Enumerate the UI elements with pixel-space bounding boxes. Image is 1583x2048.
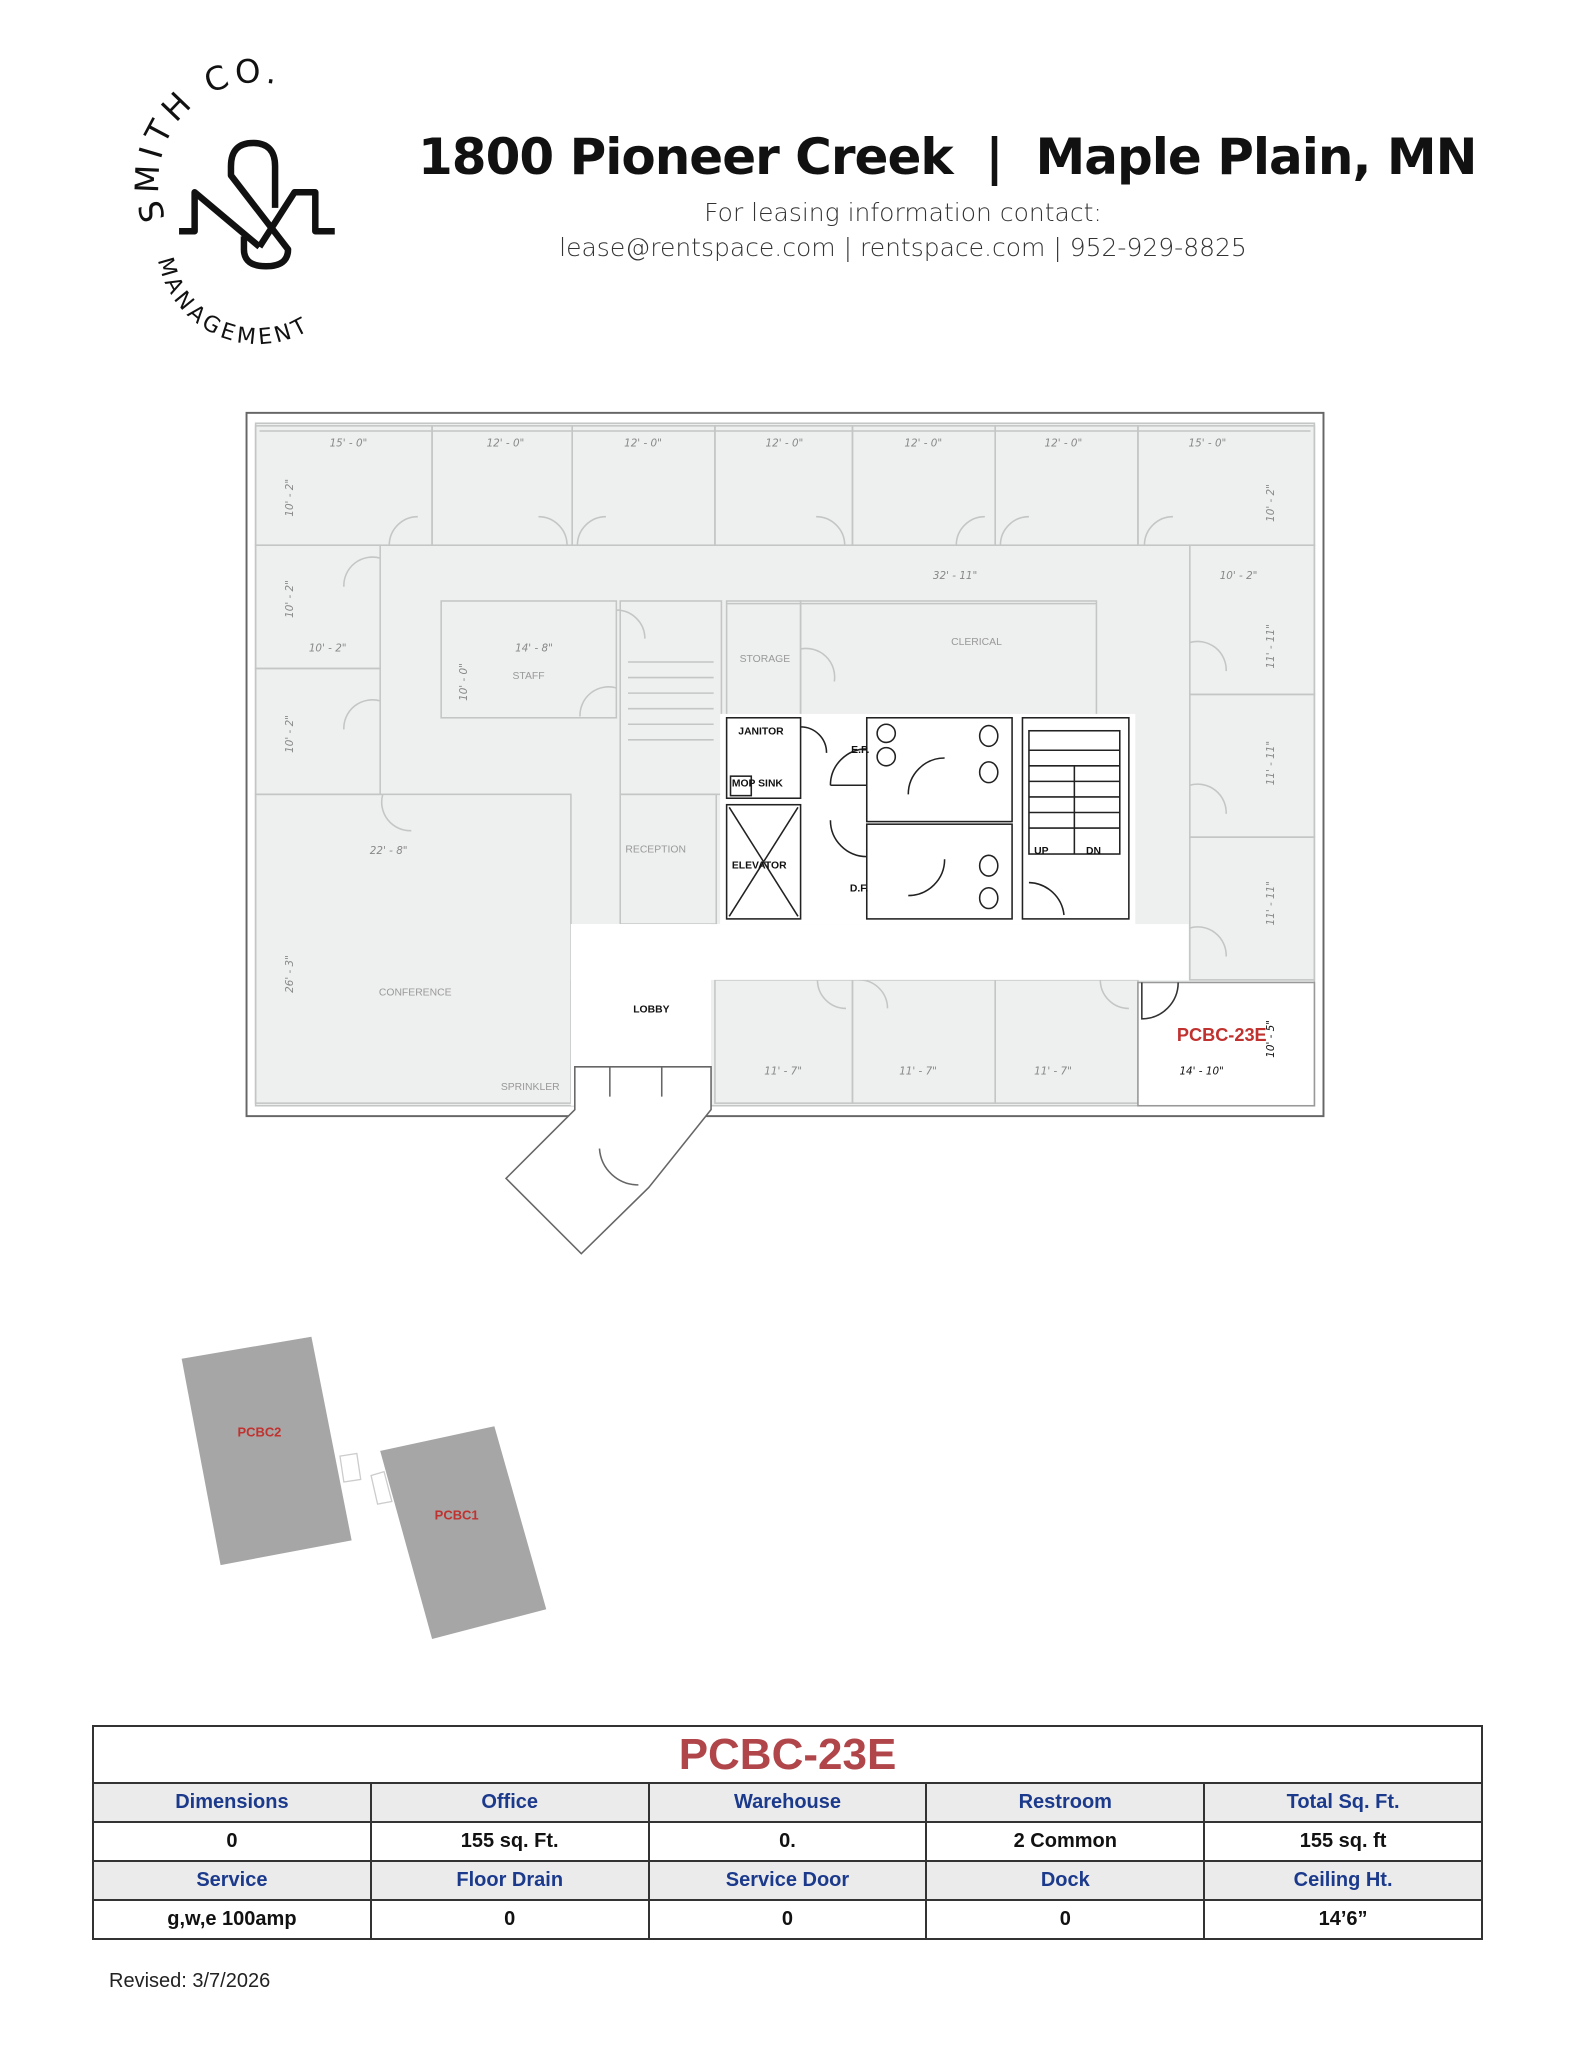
label-stair-dn: DN — [1086, 846, 1101, 857]
floor-plan — [245, 411, 1325, 1255]
dim-top: 12' - 0" — [904, 438, 942, 450]
value-ceiling-height: 14’6” — [1203, 1899, 1483, 1940]
dim-bottom: 11' - 7" — [764, 1066, 802, 1078]
dim-left: 10' - 2" — [284, 715, 296, 753]
dim-staff-height: 10' - 0" — [458, 663, 470, 701]
label-df: D.F. — [850, 884, 869, 895]
table-row: g,w,e 100amp 0 0 0 14’6” — [92, 1899, 1483, 1940]
dim-left-room: 10' - 2" — [309, 643, 347, 655]
spec-table: PCBC-23E Dimensions Office Warehouse Res… — [92, 1725, 1483, 1940]
dim-top: 12' - 0" — [1045, 438, 1083, 450]
dim-top: 15' - 0" — [1189, 438, 1227, 450]
room-label-sprinkler: SPRINKLER — [501, 1082, 560, 1093]
dim-left: 26' - 3" — [284, 955, 296, 993]
header-dimensions: Dimensions — [92, 1782, 372, 1823]
room-label-storage: STORAGE — [740, 654, 791, 665]
dim-conference: 22' - 8" — [370, 845, 408, 857]
value-office: 155 sq. Ft. — [369, 1821, 650, 1862]
header-office: Office — [369, 1782, 650, 1823]
highlighted-unit-label[interactable]: PCBC-23E — [1177, 1025, 1267, 1045]
logo-bottom-text: MANAGEMENT — [152, 255, 311, 351]
header-restroom: Restroom — [925, 1782, 1206, 1823]
floor-plan-labels: STAFF STORAGE CLERICAL RECEPTION CONFERE… — [284, 438, 1277, 1094]
dim-top: 12' - 0" — [624, 438, 662, 450]
label-ep: E.P. — [851, 745, 869, 756]
room-label-staff: STAFF — [513, 671, 545, 682]
dim-left: 10' - 2" — [284, 580, 296, 618]
dim-top: 12' - 0" — [487, 438, 525, 450]
value-service-door: 0 — [647, 1899, 928, 1940]
site-plan: PCBC2 PCBC1 — [181, 1336, 547, 1640]
room-label-mop-sink: MOP SINK — [732, 779, 784, 790]
header-service-door: Service Door — [647, 1860, 928, 1901]
room-label-elevator: ELEVATOR — [732, 860, 787, 871]
header-warehouse: Warehouse — [647, 1782, 928, 1823]
dim-unit-height: 10' - 5" — [1265, 1020, 1277, 1058]
dim-bottom: 11' - 7" — [899, 1066, 937, 1078]
building-label-pcbc2: PCBC2 — [237, 1425, 281, 1440]
dim-left: 10' - 2" — [284, 479, 296, 517]
dim-right: 10' - 2" — [1265, 484, 1277, 522]
dim-unit-width: 14' - 10" — [1179, 1066, 1223, 1078]
dim-staff-width: 14' - 8" — [515, 643, 553, 655]
building-label-pcbc1: PCBC1 — [435, 1508, 479, 1523]
table-row: 0 155 sq. Ft. 0. 2 Common 155 sq. ft — [92, 1821, 1483, 1862]
header-ceiling-height: Ceiling Ht. — [1203, 1860, 1483, 1901]
value-restroom: 2 Common — [925, 1821, 1206, 1862]
value-floor-drain: 0 — [369, 1899, 650, 1940]
contact-line[interactable]: lease@rentspace.com | rentspace.com | 95… — [559, 233, 1247, 262]
dim-right: 11' - 11" — [1265, 741, 1277, 785]
building-pcbc1[interactable] — [380, 1426, 547, 1640]
value-warehouse: 0. — [647, 1821, 928, 1862]
logo-monogram-icon — [179, 139, 335, 270]
svg-text:MANAGEMENT: MANAGEMENT — [152, 255, 315, 351]
header-floor-drain: Floor Drain — [369, 1860, 650, 1901]
unit-title: PCBC-23E — [92, 1725, 1483, 1784]
dim-right: 11' - 11" — [1265, 881, 1277, 925]
value-dock: 0 — [925, 1899, 1206, 1940]
building-pcbc2[interactable] — [181, 1336, 352, 1566]
dim-top: 12' - 0" — [766, 438, 804, 450]
header-total-sqft: Total Sq. Ft. — [1203, 1782, 1483, 1823]
room-label-lobby: LOBBY — [633, 1004, 669, 1015]
header-dock: Dock — [925, 1860, 1206, 1901]
room-label-janitor: JANITOR — [738, 727, 784, 738]
dim-right: 11' - 11" — [1265, 624, 1277, 668]
table-header-row: Dimensions Office Warehouse Restroom Tot… — [92, 1782, 1483, 1823]
value-total-sqft: 155 sq. ft — [1203, 1821, 1483, 1862]
table-header-row: Service Floor Drain Service Door Dock Ce… — [92, 1860, 1483, 1901]
label-stair-up: UP — [1034, 846, 1048, 857]
room-label-reception: RECEPTION — [625, 845, 686, 856]
header-service: Service — [92, 1860, 372, 1901]
page-title: 1800 Pioneer Creek | Maple Plain, MN — [418, 128, 1478, 186]
value-service: g,w,e 100amp — [92, 1899, 372, 1940]
contact-intro: For leasing information contact: — [704, 198, 1102, 227]
dim-right-room: 10' - 2" — [1220, 570, 1258, 582]
dim-top: 15' - 0" — [330, 438, 368, 450]
room-label-conference: CONFERENCE — [379, 987, 452, 998]
dim-bottom: 11' - 7" — [1034, 1066, 1072, 1078]
revised-date: Revised: 3/7/2026 — [109, 1970, 271, 1992]
value-dimensions: 0 — [92, 1821, 372, 1862]
room-label-clerical: CLERICAL — [951, 637, 1002, 648]
dim-corridor: 32' - 11" — [933, 570, 977, 582]
